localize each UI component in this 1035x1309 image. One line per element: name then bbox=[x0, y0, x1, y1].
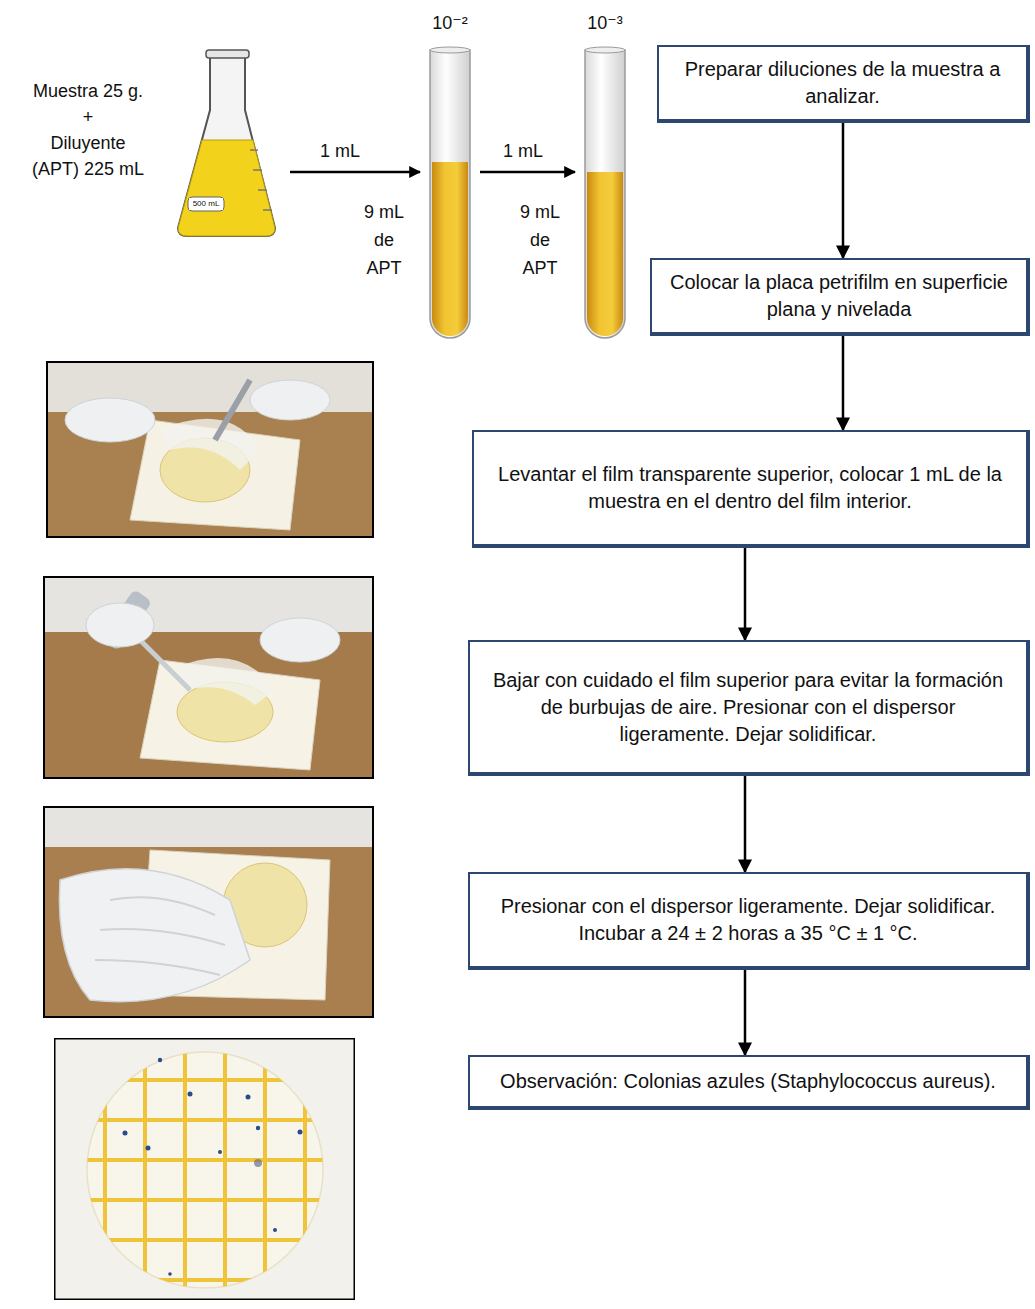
transfer-arrow bbox=[290, 171, 420, 174]
process-box: Observación: Colonias azules (Staphyloco… bbox=[468, 1055, 1030, 1110]
petrifilm-result-part-part bbox=[80, 1078, 330, 1082]
petrifilm-result-part-part bbox=[168, 1272, 172, 1276]
petrifilm-result-part-part bbox=[303, 1040, 307, 1300]
process-box: Colocar la placa petrifilm en superficie… bbox=[650, 258, 1030, 336]
process-box: Levantar el film transparente superior, … bbox=[472, 430, 1030, 548]
dilution-label: 10⁻³ bbox=[575, 12, 635, 34]
flask-drawing-part bbox=[253, 169, 262, 171]
photo-lifting-film-part bbox=[47, 362, 373, 537]
process-box: Bajar con cuidado el film superior para … bbox=[468, 640, 1030, 776]
photo-spreader-part bbox=[110, 897, 215, 915]
annotation-text: Diluyente bbox=[8, 132, 168, 154]
photo-pipetting-part bbox=[260, 618, 340, 662]
box-text: Levantar el film transparente superior, … bbox=[488, 461, 1012, 515]
box-text: Presionar con el dispersor ligeramente. … bbox=[484, 893, 1012, 947]
annotation-text: Muestra 25 g. bbox=[8, 80, 168, 102]
photo-lifting-film-part bbox=[250, 380, 330, 420]
photo-pipetting-part bbox=[86, 603, 154, 647]
photo-lifting-film bbox=[47, 362, 373, 537]
flow-arrow bbox=[842, 336, 845, 430]
box-text: Observación: Colonias azules (Staphyloco… bbox=[484, 1068, 1012, 1095]
dilution-label: 10⁻² bbox=[420, 12, 480, 34]
photo-spreader-part bbox=[44, 807, 373, 847]
photo-pipetting-part bbox=[175, 658, 275, 705]
flow-arrow bbox=[842, 123, 845, 258]
photo-spreader-part bbox=[59, 869, 250, 1002]
petrifilm-result-part-part bbox=[80, 1238, 330, 1242]
photo-lifting-film-part bbox=[215, 380, 250, 440]
petrifilm-result bbox=[54, 1038, 355, 1300]
test-tube-drawing bbox=[430, 47, 470, 338]
box-text: Preparar diluciones de la muestra a anal… bbox=[673, 56, 1012, 110]
photo-spreader-part bbox=[95, 960, 220, 975]
flow-arrow bbox=[744, 776, 747, 872]
petrifilm-result-part-part bbox=[256, 1126, 260, 1130]
annotation-text: 1 mL bbox=[493, 140, 553, 162]
petrifilm-result-part-part bbox=[298, 1130, 303, 1135]
annotation-text: 1 mL bbox=[310, 140, 370, 162]
petrifilm-result-part-part bbox=[80, 1158, 330, 1162]
flask-drawing-part bbox=[178, 140, 275, 236]
flask-drawing-part bbox=[258, 189, 267, 191]
flask-drawing-part bbox=[188, 197, 224, 211]
photo-pipetting-part bbox=[140, 640, 190, 690]
photo-lifting-film-part bbox=[160, 419, 260, 470]
petrifilm-result-part-part bbox=[80, 1278, 330, 1282]
flow-arrow bbox=[744, 970, 747, 1055]
process-box: Preparar diluciones de la muestra a anal… bbox=[657, 45, 1030, 123]
petrifilm-result-part-part bbox=[273, 1228, 277, 1232]
test-tube-drawing-part bbox=[585, 50, 625, 338]
petrifilm-result-part bbox=[54, 1038, 355, 1300]
flask-drawing-part bbox=[263, 209, 272, 211]
photo-pipetting-part bbox=[44, 577, 373, 778]
annotation-text: 9 mL de APT bbox=[361, 198, 407, 282]
petrifilm-result-part bbox=[123, 1058, 303, 1276]
flask-drawing-part bbox=[206, 50, 249, 58]
process-box: Presionar con el dispersor ligeramente. … bbox=[468, 872, 1030, 970]
petrifilm-result-part-part bbox=[246, 1095, 251, 1100]
photo-pipetting-part bbox=[44, 577, 373, 778]
photo-spreader-part bbox=[44, 807, 373, 1017]
petrifilm-result-part bbox=[87, 1052, 323, 1288]
petrifilm-result-part bbox=[80, 1040, 330, 1300]
flow-arrow bbox=[744, 548, 747, 640]
annotation-text: 9 mL de APT bbox=[517, 198, 563, 282]
flask-drawing-part bbox=[178, 55, 275, 236]
petrifilm-result-part-part bbox=[158, 1058, 162, 1062]
box-text: Bajar con cuidado el film superior para … bbox=[484, 667, 1012, 748]
annotation-text: + bbox=[68, 106, 108, 128]
petrifilm-result-part-part bbox=[103, 1040, 107, 1300]
test-tube-drawing-part bbox=[430, 50, 470, 338]
petrifilm-result-part-part bbox=[123, 1131, 128, 1136]
test-tube-drawing-part bbox=[585, 47, 625, 53]
flask-drawing-part bbox=[250, 149, 258, 151]
petrifilm-result-part-part bbox=[146, 1146, 151, 1151]
petrifilm-result-part-part bbox=[218, 1150, 222, 1154]
petrifilm-result-part-part bbox=[80, 1118, 330, 1122]
photo-spreader bbox=[44, 807, 373, 1017]
photo-spreader-part bbox=[100, 929, 225, 945]
test-tube-drawing bbox=[585, 47, 625, 338]
annotation-text: (APT) 225 mL bbox=[8, 158, 168, 180]
test-tube-drawing-part bbox=[587, 172, 623, 336]
test-tube-drawing-part bbox=[432, 162, 468, 336]
photo-lifting-film-part bbox=[47, 362, 373, 537]
petrifilm-result-part-part bbox=[254, 1159, 262, 1167]
photo-lifting-film-part bbox=[65, 398, 155, 442]
petrifilm-result-part-part bbox=[80, 1198, 330, 1202]
flask-label: 500 mL bbox=[189, 198, 223, 210]
transfer-arrow bbox=[480, 171, 575, 174]
petrifilm-result-part-part bbox=[188, 1092, 193, 1097]
test-tube-drawing-part bbox=[430, 47, 470, 53]
petrifilm-result-part bbox=[54, 1038, 355, 1300]
flask-drawing bbox=[178, 50, 275, 236]
photo-spreader-part bbox=[44, 807, 373, 1017]
photo-pipetting bbox=[44, 577, 373, 778]
box-text: Colocar la placa petrifilm en superficie… bbox=[666, 269, 1012, 323]
